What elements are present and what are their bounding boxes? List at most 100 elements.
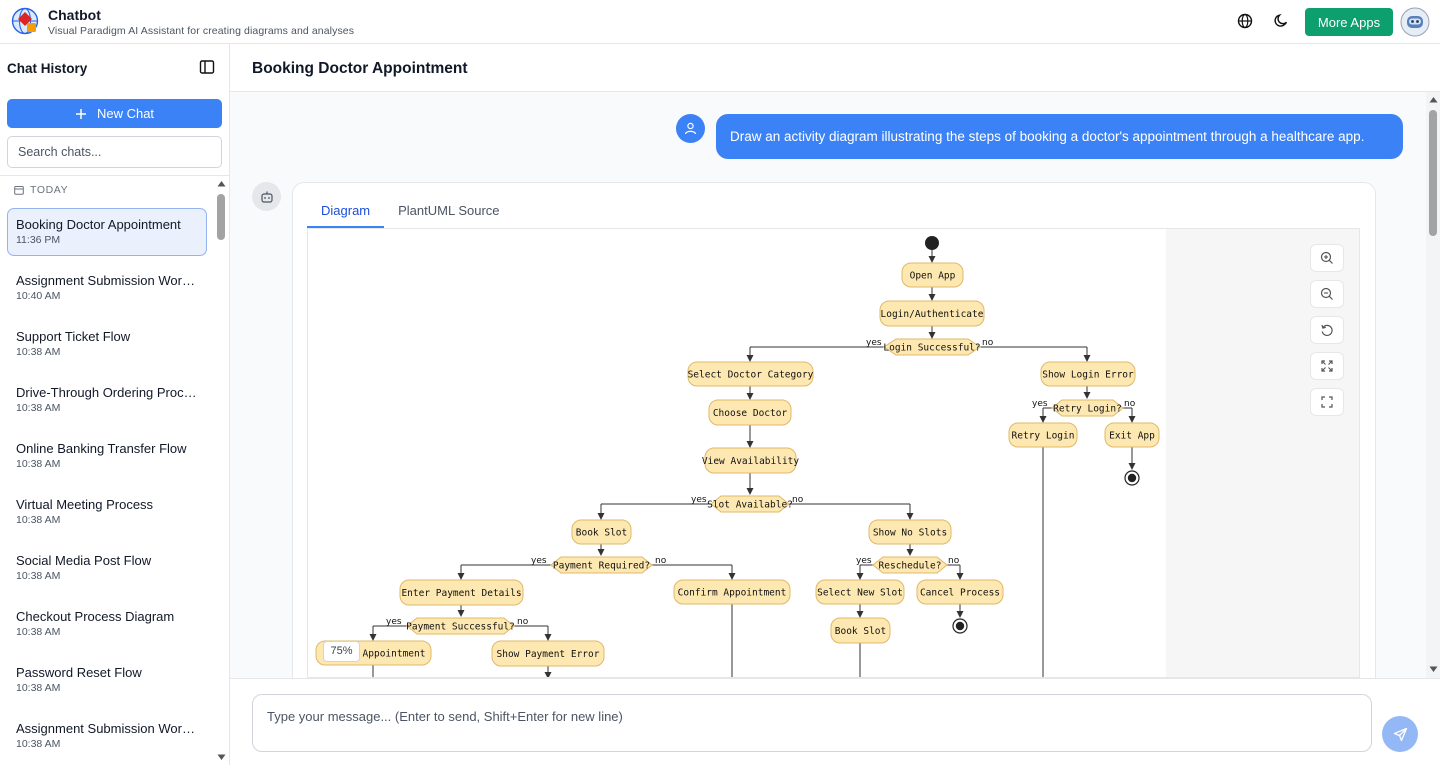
calendar-icon: [14, 186, 24, 195]
sidebar-scroll-thumb[interactable]: [217, 194, 225, 240]
action-show-login-error: Show Login Error: [1040, 361, 1136, 387]
zoom-level-badge: 75%: [323, 641, 360, 662]
reset-view-button[interactable]: [1310, 316, 1344, 344]
response-tabs: Diagram PlantUML Source: [307, 197, 514, 229]
svg-text:yes: yes: [856, 556, 872, 566]
decision-payment-required: Payment Required?: [550, 556, 653, 574]
moon-icon[interactable]: [1271, 11, 1291, 31]
action-open-app: Open App: [901, 262, 964, 288]
edge-labels: yes no yes no yes no yes no yes no yes n…: [386, 338, 1136, 627]
action-view-availability: View Availability: [702, 447, 800, 474]
svg-text:Book Slot: Book Slot: [835, 626, 886, 637]
decision-reschedule: Reschedule?: [872, 556, 948, 574]
svg-text:View Availability: View Availability: [702, 456, 800, 467]
zoom-in-button[interactable]: [1310, 244, 1344, 272]
send-button[interactable]: [1382, 716, 1418, 752]
chat-title: Booking Doctor Appointment: [252, 60, 468, 77]
action-show-no-slots: Show No Slots: [868, 519, 952, 545]
zoom-in-icon: [1320, 251, 1333, 264]
start-node: [925, 236, 939, 250]
scroll-down-icon[interactable]: [1429, 666, 1438, 673]
svg-text:Retry Login: Retry Login: [1012, 431, 1075, 442]
action-book-slot-2: Book Slot: [830, 617, 891, 644]
app-title: Chatbot: [48, 7, 101, 23]
svg-text:yes: yes: [386, 617, 402, 627]
svg-text:no: no: [655, 556, 667, 566]
svg-text:Show Login Error: Show Login Error: [1042, 370, 1134, 381]
fullscreen-button[interactable]: [1310, 388, 1344, 416]
new-chat-button[interactable]: New Chat: [7, 99, 222, 128]
action-select-new-slot: Select New Slot: [815, 579, 905, 605]
app-subtitle: Visual Paradigm AI Assistant for creatin…: [48, 25, 355, 37]
decision-retry-login: Retry Login?: [1051, 399, 1124, 417]
svg-text:Reschedule?: Reschedule?: [879, 561, 942, 572]
svg-text:no: no: [792, 495, 804, 505]
diagram-viewer[interactable]: Open App Login/Authenticate Login Succes…: [307, 228, 1360, 678]
message-input[interactable]: [252, 694, 1372, 752]
sidebar-title: Chat History: [7, 61, 88, 76]
svg-text:Cancel Process: Cancel Process: [920, 588, 1000, 599]
svg-text:yes: yes: [1032, 399, 1048, 409]
robot-avatar-icon[interactable]: [1400, 7, 1430, 37]
globe-icon[interactable]: [1235, 11, 1255, 31]
decision-slot-available: Slot Available?: [707, 495, 793, 513]
sidebar-toggle-icon[interactable]: [199, 59, 215, 75]
decision-payment-successful: Payment Successful?: [406, 617, 515, 635]
fit-to-screen-button[interactable]: [1310, 352, 1344, 380]
action-show-payment-error: Show Payment Error: [491, 640, 605, 667]
group-label-today: TODAY: [14, 184, 68, 196]
svg-text:Retry Login?: Retry Login?: [1053, 404, 1122, 415]
fullscreen-icon: [1321, 396, 1333, 408]
message-composer: [230, 678, 1440, 765]
svg-text:Appointment: Appointment: [363, 649, 426, 660]
svg-text:yes: yes: [866, 338, 882, 348]
more-apps-button[interactable]: More Apps: [1305, 8, 1393, 36]
svg-text:Book Slot: Book Slot: [576, 528, 627, 539]
action-book-slot: Book Slot: [571, 519, 632, 545]
chat-history-sidebar: Chat History New Chat TODAY Booking Doct…: [0, 44, 230, 765]
tab-plantuml-source[interactable]: PlantUML Source: [398, 203, 500, 218]
action-exit-app: Exit App: [1104, 422, 1160, 448]
robot-icon: [260, 191, 273, 203]
svg-text:yes: yes: [691, 495, 707, 505]
send-icon: [1393, 727, 1407, 741]
svg-text:yes: yes: [531, 556, 547, 566]
tab-diagram[interactable]: Diagram: [307, 197, 385, 228]
chat-header: Booking Doctor Appointment: [230, 44, 1440, 92]
zoom-out-icon: [1320, 287, 1333, 300]
sidebar-divider: [0, 175, 230, 176]
scroll-up-icon[interactable]: [217, 180, 226, 187]
svg-text:Choose Doctor: Choose Doctor: [713, 408, 788, 419]
action-select-doctor-category: Select Doctor Category: [687, 361, 814, 387]
action-enter-payment-details: Enter Payment Details: [399, 579, 524, 606]
sidebar-scrollbar[interactable]: [216, 178, 226, 765]
svg-text:Payment Required?: Payment Required?: [553, 561, 650, 572]
bot-avatar: [252, 182, 281, 211]
action-choose-doctor: Choose Doctor: [708, 399, 792, 426]
main-scroll-thumb[interactable]: [1429, 110, 1437, 236]
user-message-bubble: Draw an activity diagram illustrating th…: [716, 114, 1403, 159]
svg-text:Enter Payment Details: Enter Payment Details: [401, 588, 521, 599]
scroll-down-icon[interactable]: [217, 754, 226, 761]
svg-text:Show Payment Error: Show Payment Error: [497, 649, 600, 660]
svg-text:no: no: [517, 617, 529, 627]
main-scrollbar[interactable]: [1426, 92, 1440, 678]
expand-arrows-icon: [1321, 360, 1333, 372]
zoom-out-button[interactable]: [1310, 280, 1344, 308]
search-chats-input[interactable]: [7, 136, 222, 168]
rotate-ccw-icon: [1321, 324, 1333, 336]
chat-messages-area: Draw an activity diagram illustrating th…: [230, 92, 1426, 678]
svg-text:Login/Authenticate: Login/Authenticate: [881, 309, 984, 320]
scroll-up-icon[interactable]: [1429, 96, 1438, 103]
action-cancel-process: Cancel Process: [916, 579, 1004, 605]
